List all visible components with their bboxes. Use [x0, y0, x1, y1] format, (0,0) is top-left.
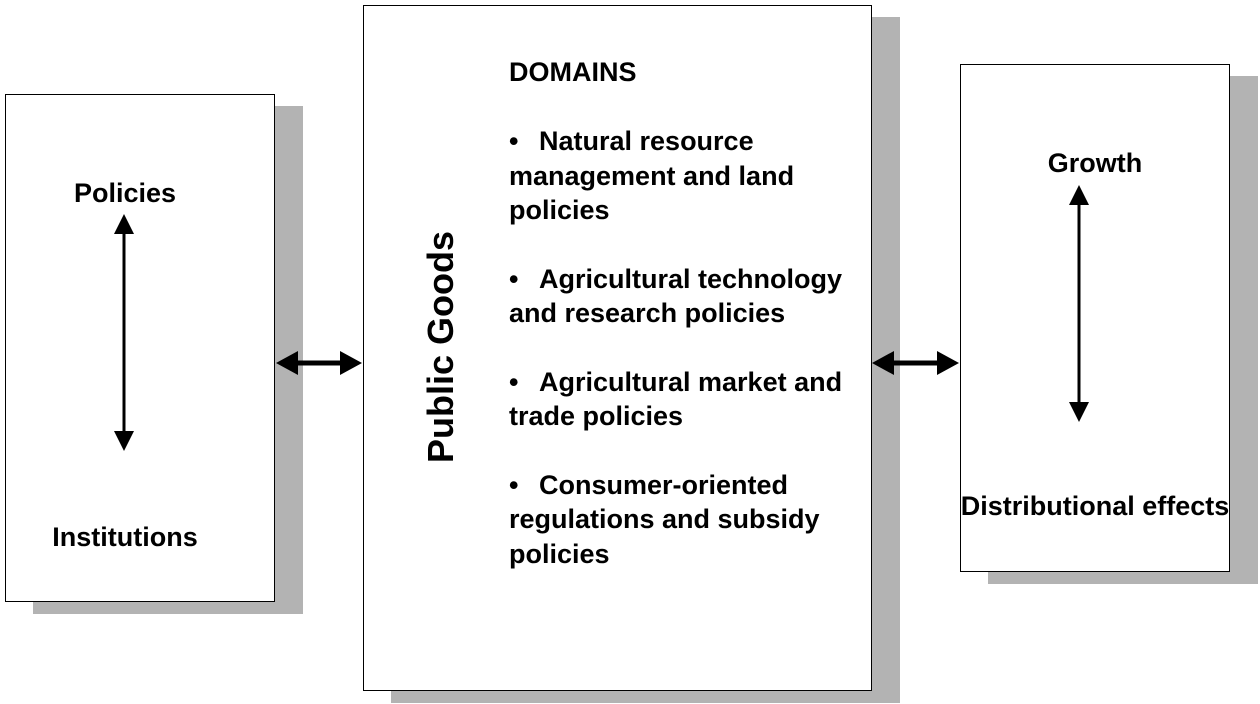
- domain-item: •Agricultural technology and research po…: [509, 262, 849, 331]
- growth-distribution-box: [960, 64, 1230, 572]
- center-right-arrow-icon: [872, 351, 959, 375]
- distributional-effects-label: Distributional effects: [960, 491, 1230, 521]
- domains-title: DOMAINS: [509, 57, 637, 87]
- domains-list: •Natural resource management and land po…: [509, 124, 849, 605]
- policies-institutions-arrow-icon: [114, 214, 134, 451]
- growth-label: Growth: [1047, 148, 1143, 178]
- bullet-icon: •: [509, 263, 519, 294]
- domain-item: •Consumer-oriented regulations and subsi…: [509, 468, 849, 572]
- domain-item-text: Natural resource management and land pol…: [509, 126, 795, 225]
- domain-item: •Agricultural market and trade policies: [509, 365, 849, 434]
- domain-item-text: Consumer-oriented regulations and subsid…: [509, 469, 820, 569]
- policies-label: Policies: [73, 178, 177, 208]
- policies-institutions-box: [5, 94, 275, 602]
- domain-item: •Natural resource management and land po…: [509, 124, 849, 228]
- public-goods-box: [363, 5, 872, 691]
- domain-item-text: Agricultural market and trade policies: [509, 366, 843, 432]
- bullet-icon: •: [509, 126, 519, 156]
- bullet-icon: •: [509, 469, 519, 500]
- growth-distribution-arrow-icon: [1069, 185, 1089, 422]
- institutions-label: Institutions: [52, 522, 198, 552]
- left-center-arrow-icon: [276, 351, 362, 375]
- bullet-icon: •: [509, 366, 519, 397]
- domain-item-text: Agricultural technology and research pol…: [509, 263, 843, 329]
